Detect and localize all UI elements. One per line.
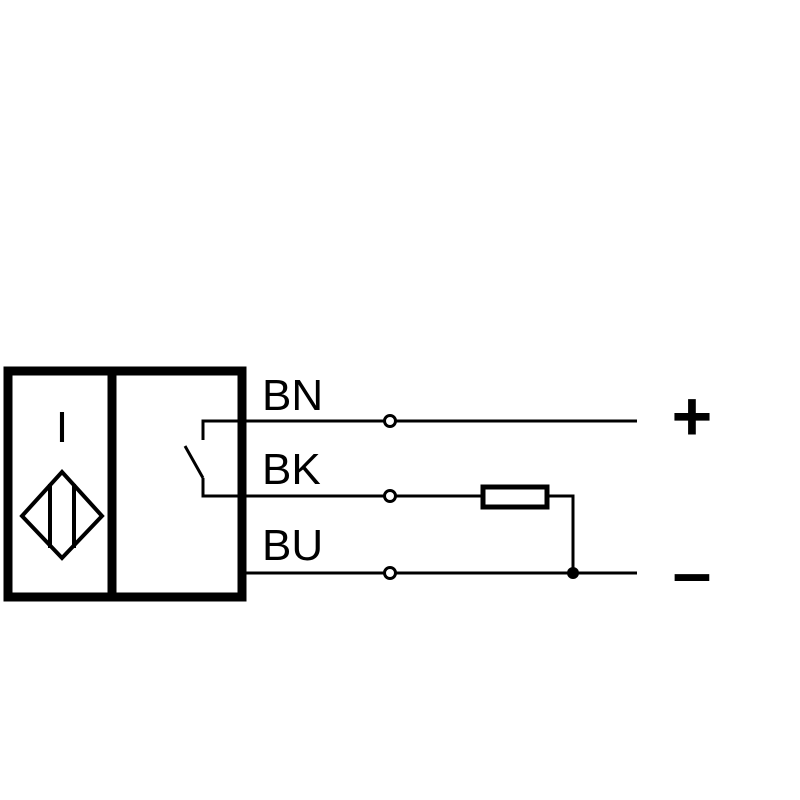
wire-bn: BN	[244, 371, 637, 428]
terminal-point-bk	[383, 489, 397, 503]
positive-terminal-label: +	[672, 377, 713, 455]
load-resistor	[480, 484, 550, 510]
terminal-point-bn	[383, 414, 397, 428]
switch-contact-icon	[183, 419, 244, 498]
inductive-sensor-icon	[19, 469, 105, 561]
negative-terminal-label: –	[673, 533, 712, 611]
wire-label-bn: BN	[262, 371, 323, 420]
sensor-housing: I	[3, 366, 247, 602]
wire-label-bu: BU	[262, 521, 323, 570]
terminal-point-bu	[383, 566, 397, 580]
junction-dot	[567, 567, 579, 579]
wire-bu: BU	[244, 521, 637, 580]
wire-bk: BK	[244, 445, 575, 573]
sensor-body-outline	[3, 366, 247, 602]
sensor-type-label: I	[56, 403, 68, 452]
wire-label-bk: BK	[262, 445, 321, 494]
